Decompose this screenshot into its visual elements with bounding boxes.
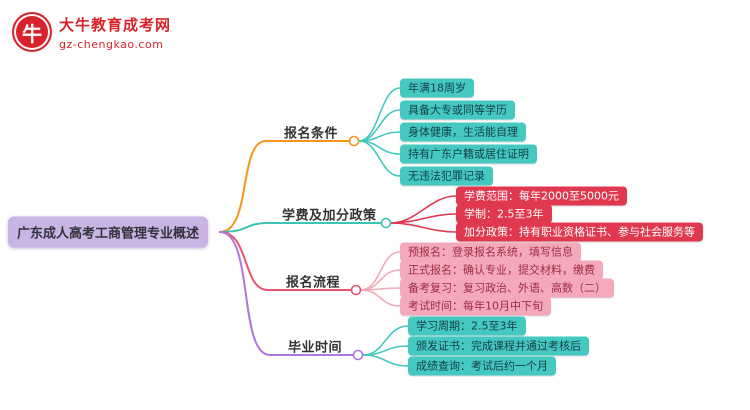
connector-line	[219, 231, 354, 356]
leaf-node: 考试时间：每年10月中下旬	[400, 296, 551, 316]
connector-line	[390, 222, 457, 233]
collapse-circle-icon	[352, 349, 364, 361]
connector-line	[219, 222, 382, 233]
branch-graduation-connectors	[219, 231, 409, 367]
bull-logo-icon: 牛	[12, 12, 52, 52]
leaf-node: 年满18周岁	[400, 78, 474, 98]
branch-graduation-label: 毕业时间	[288, 340, 343, 356]
bull-glyph: 牛	[22, 21, 42, 46]
leaf-node: 具备大专或同等学历	[400, 100, 515, 120]
connector-line	[219, 140, 351, 233]
site-logo: 牛 大牛教育成考网 gz-chengkao.com	[12, 12, 171, 52]
leaf-node: 预报名：登录报名系统，填写信息	[400, 242, 581, 262]
logo-text: 大牛教育成考网 gz-chengkao.com	[59, 14, 171, 51]
branch-tuition-label: 学费及加分政策	[282, 208, 377, 224]
collapse-circle-icon	[348, 135, 360, 147]
central-topic: 广东成人高考工商管理专业概述	[8, 216, 209, 248]
branch-conditions-connectors	[219, 87, 401, 233]
connector-line	[362, 354, 409, 367]
leaf-node: 无违法犯罪记录	[400, 166, 493, 186]
branch-conditions-label: 报名条件	[284, 126, 339, 142]
leaf-node: 学费范围：每年2000至5000元	[456, 186, 627, 206]
connector-line	[360, 289, 401, 307]
leaf-node: 学习周期：2.5至3年	[408, 316, 526, 336]
connector-line	[358, 140, 401, 177]
branch-tuition-connectors	[219, 195, 457, 233]
leaf-node: 颁发证书：完成课程并通过考核后	[408, 336, 589, 356]
leaf-node: 成绩查询：考试后约一个月	[408, 356, 556, 376]
connector-line	[360, 269, 401, 291]
leaf-node: 加分政策：持有职业资格证书、参与社会服务等	[456, 222, 703, 242]
branch-process-label: 报名流程	[286, 275, 341, 291]
collapse-circle-icon	[350, 284, 362, 296]
leaf-node: 备考复习：复习政治、外语、高数（二）	[400, 278, 614, 298]
leaf-node: 正式报名：确认专业，提交材料，缴费	[400, 260, 603, 280]
branch-process-connectors	[219, 231, 401, 307]
leaf-node: 身体健康，生活能自理	[400, 122, 526, 142]
logo-brand-text: 大牛教育成考网	[59, 15, 172, 34]
logo-site-url: gz-chengkao.com	[59, 37, 164, 51]
leaf-node: 持有广东户籍或居住证明	[400, 144, 537, 164]
leaf-node: 学制：2.5至3年	[456, 204, 552, 224]
collapse-circle-icon	[380, 217, 392, 229]
